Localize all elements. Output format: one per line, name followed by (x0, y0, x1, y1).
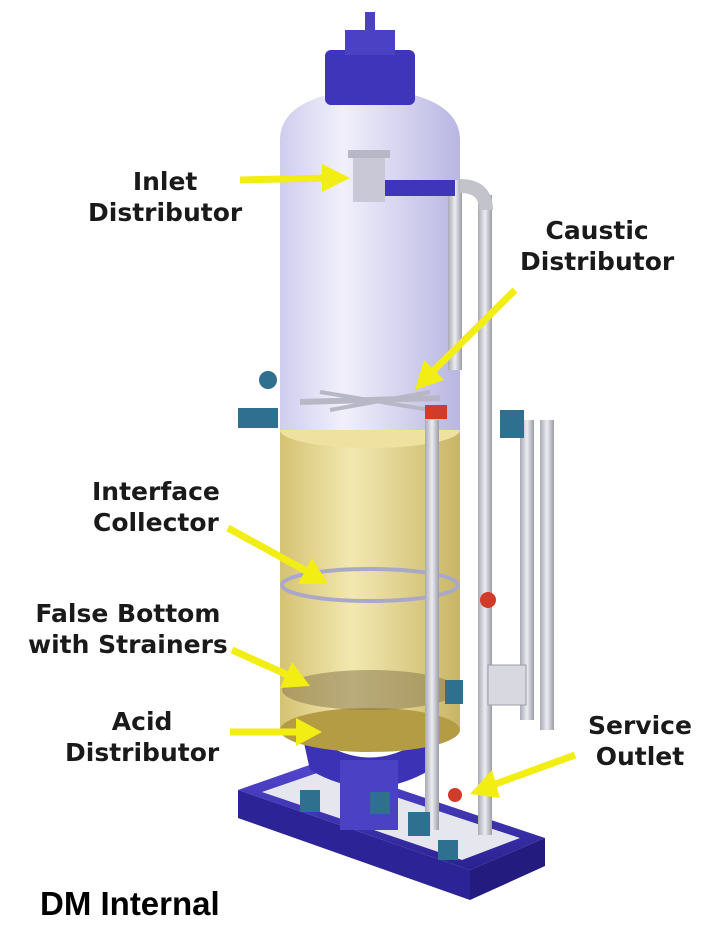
arrow-false-bottom (230, 646, 292, 680)
label-inlet-distributor: Inlet Distributor (88, 167, 243, 227)
label-service-outlet: Service Outlet (588, 711, 692, 771)
arrow-caustic-head (415, 360, 444, 390)
diagram-title: DM Internal (40, 885, 220, 922)
valves (238, 371, 524, 860)
label-false-bottom: False Bottom with Strainers (28, 599, 228, 659)
arrow-acid-head (296, 718, 322, 746)
arrow-false-bottom-head (280, 662, 310, 688)
arrow-inlet-head (322, 164, 350, 192)
label-acid-distributor: Acid Distributor (65, 707, 220, 767)
arrow-service (488, 751, 577, 790)
arrow-interface (226, 524, 310, 576)
external-piping (385, 179, 554, 835)
pointer-arrows (226, 164, 577, 798)
arrow-inlet (239, 174, 329, 184)
caustic-header (299, 390, 441, 412)
arrow-service-head (470, 770, 500, 798)
vessel-bottom (300, 725, 440, 830)
label-interface-collector: Interface Collector (92, 477, 220, 537)
arrow-caustic (429, 287, 518, 375)
arrow-interface-head (298, 558, 328, 584)
label-caustic-distributor: Caustic Distributor (520, 216, 675, 276)
